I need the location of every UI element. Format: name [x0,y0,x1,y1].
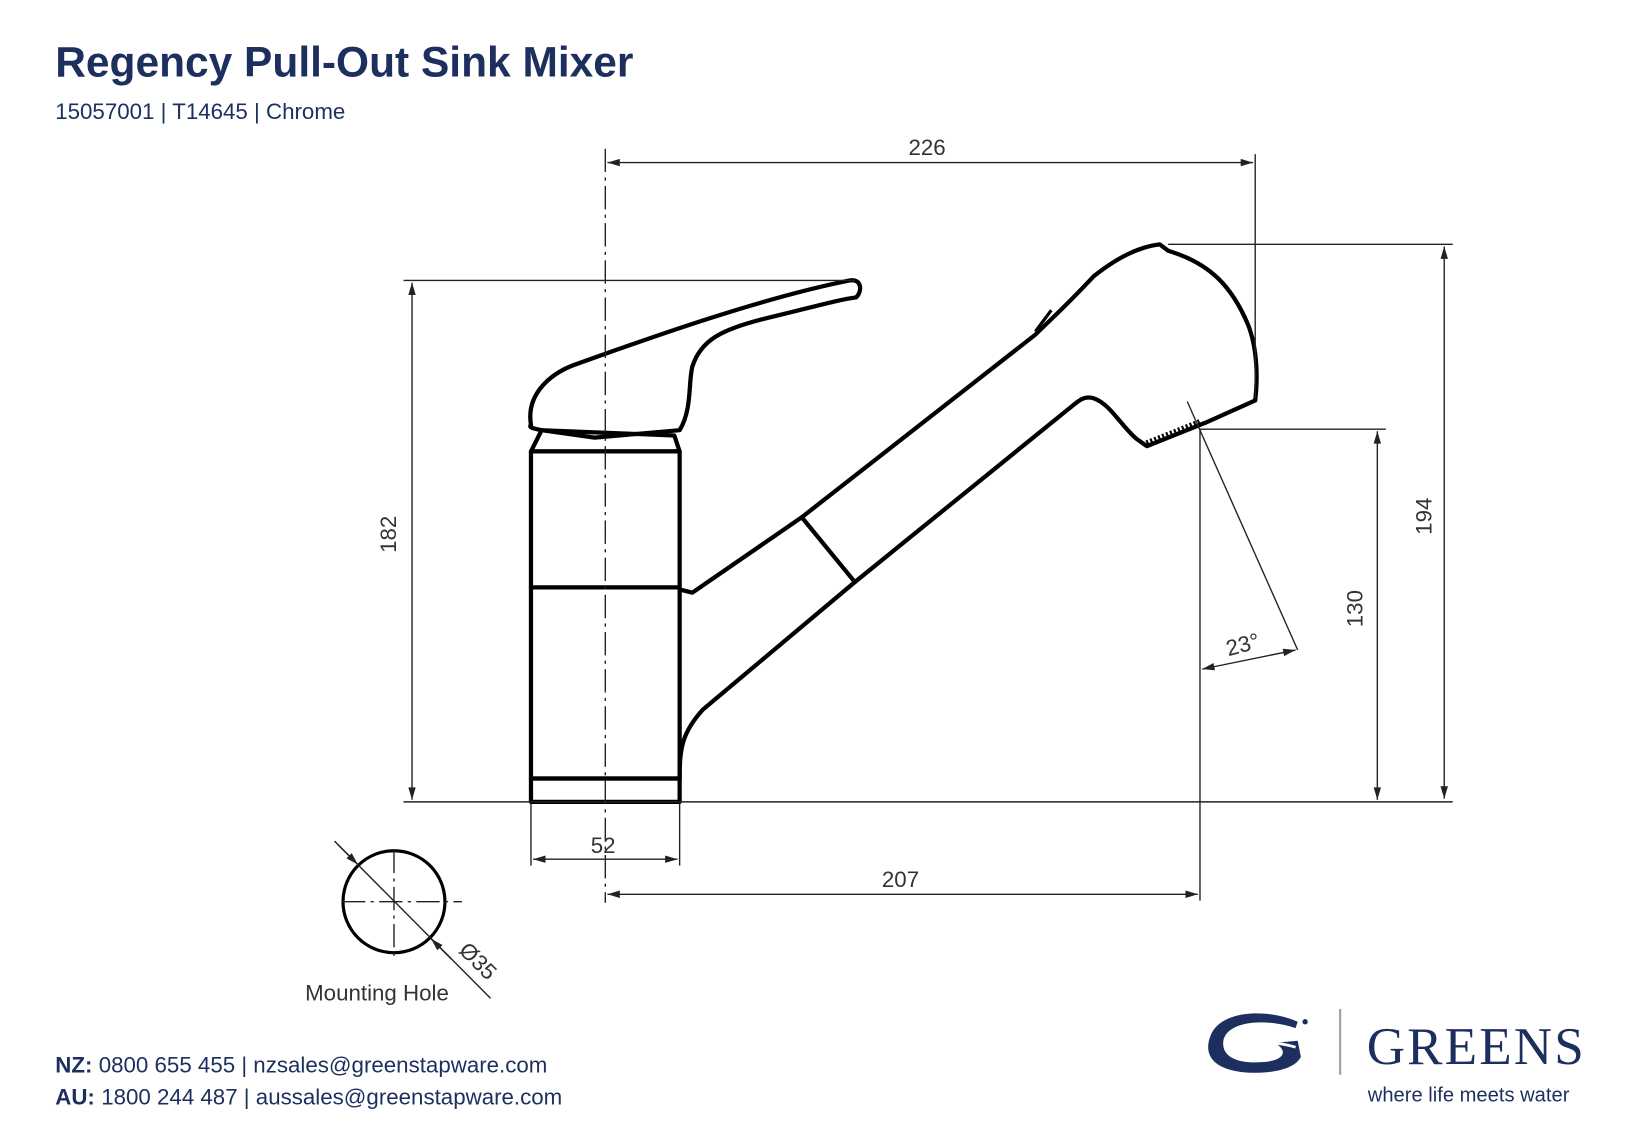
dim-overall-width: 226 [908,135,945,160]
dim-mounting-hole: Ø35 [454,937,501,984]
dim-base-width: 52 [591,833,616,858]
brand-name: GREENS [1367,1018,1586,1076]
dim-reach: 207 [882,867,919,892]
greens-logo: GREENS where life meets water [1208,1008,1586,1106]
dim-overall-height: 194 [1411,498,1436,535]
page-title: Regency Pull-Out Sink Mixer [55,39,633,86]
faucet-drawing [528,242,1259,804]
mounting-hole-label: Mounting Hole [305,980,449,1005]
handle [528,278,863,440]
product-codes: 15057001 | T14645 | Chrome [55,99,345,124]
dim-outlet-height: 130 [1342,590,1367,627]
nz-contact: NZ:0800 655 455 | nzsales@greenstapware.… [55,1053,547,1078]
greens-g-icon [1208,1013,1308,1073]
spout [677,242,1259,781]
au-contact: AU:1800 244 487 | aussales@greenstapware… [55,1085,562,1110]
dim-handle-height: 182 [376,516,401,553]
brand-tagline: where life meets water [1367,1084,1570,1106]
dim-spray-angle: 23° [1223,628,1262,661]
mounting-hole-drawing: Ø35 Mounting Hole [305,840,502,1005]
